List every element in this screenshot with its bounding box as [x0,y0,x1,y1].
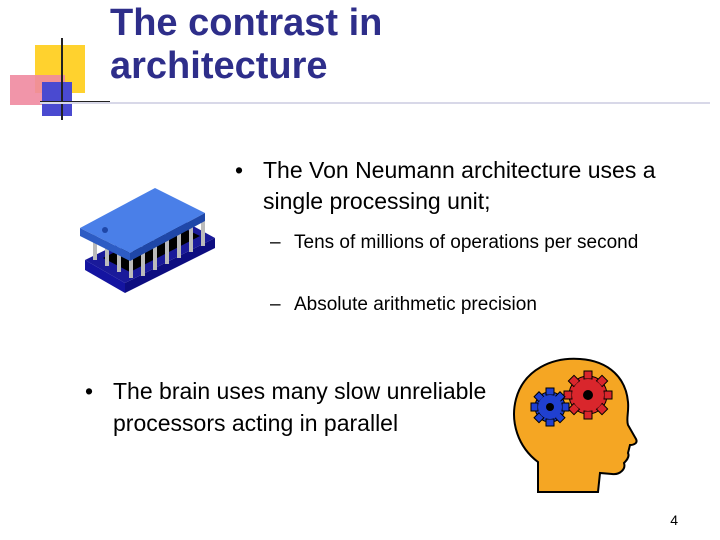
title-line-1: The contrast in [110,2,383,44]
head-with-gears-icon [513,357,638,493]
bullet-symbol: • [235,157,244,183]
title-line-2: architecture [110,45,328,87]
sub-bullet-text: Tens of millions of operations per secon… [294,232,639,253]
title-rule [40,102,710,104]
deco-blue-square [42,82,72,116]
bullet-text: The brain uses many slow unreliable proc… [113,378,487,436]
sub-bullet-symbol: – [270,294,281,315]
page-title: The contrast in architecture [110,2,550,88]
sub-bullet-operations: – Tens of millions of operations per sec… [270,230,690,256]
sub-bullet-precision: – Absolute arithmetic precision [270,292,690,318]
bullet-von-neumann: • The Von Neumann architecture uses a si… [235,155,675,217]
bullet-symbol: • [85,378,94,404]
sub-bullet-symbol: – [270,232,281,253]
microchip-icon [80,188,215,293]
sub-bullet-text: Absolute arithmetic precision [294,294,537,315]
page-number: 4 [670,512,678,528]
bullet-brain: • The brain uses many slow unreliable pr… [85,375,505,439]
bullet-text: The Von Neumann architecture uses a sing… [263,157,656,214]
blue-gear-icon [530,387,570,427]
corner-decoration [10,38,110,120]
red-gear-icon [563,370,613,420]
